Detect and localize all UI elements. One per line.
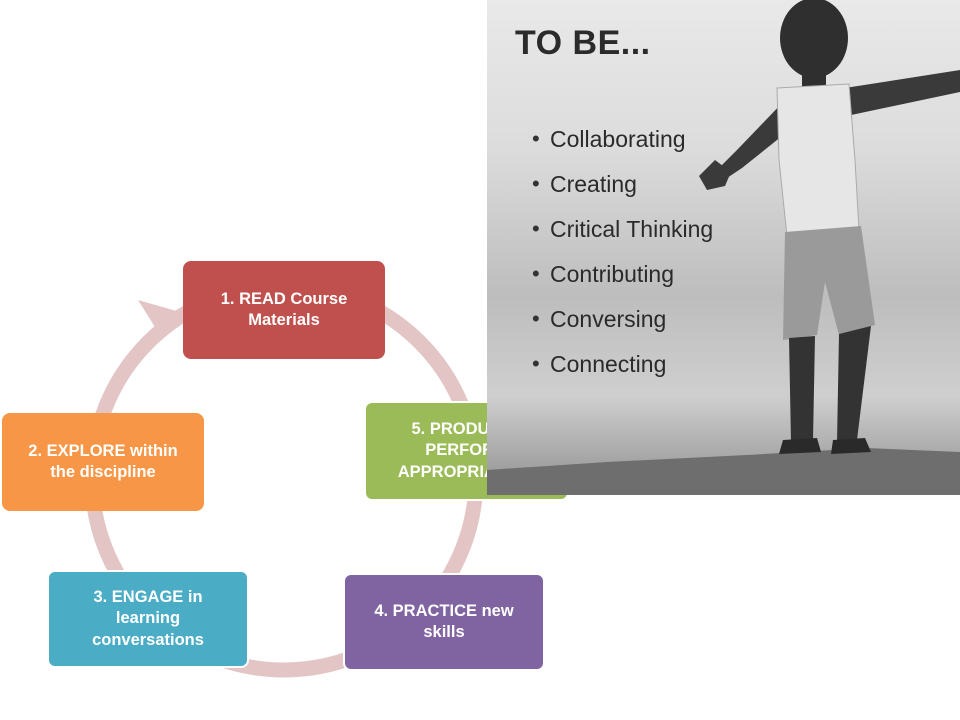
poster-title: TO BE... (515, 24, 651, 62)
poster-item-label: Collaborating (550, 125, 686, 152)
poster-item-label: Contributing (550, 260, 675, 287)
poster-item-label: Conversing (550, 305, 667, 332)
step-practice-label: 4. PRACTICE new skills (374, 601, 514, 641)
bullet-icon: • (532, 215, 540, 241)
bullet-icon: • (532, 260, 540, 286)
bullet-icon: • (532, 305, 540, 331)
step-read-label: 1. READ Course Materials (220, 289, 348, 329)
poster-item: • Contributing (532, 251, 713, 296)
bullet-icon: • (532, 170, 540, 196)
poster-item-label: Creating (550, 170, 637, 197)
poster-item: • Creating (532, 161, 713, 206)
poster-item: • Connecting (532, 341, 713, 386)
poster-item: • Critical Thinking (532, 206, 713, 251)
poster-item: • Collaborating (532, 116, 713, 161)
step-read: 1. READ Course Materials (183, 261, 385, 359)
poster-item-label: Critical Thinking (550, 215, 714, 242)
step-engage-label: 3. ENGAGE in learning conversations (92, 587, 204, 649)
poster-photo: TO BE... • Collaborating • Creating • Criti… (487, 0, 960, 495)
bullet-icon: • (532, 350, 540, 376)
step-practice: 4. PRACTICE new skills (343, 573, 545, 671)
step-explore: 2. EXPLORE within the discipline (2, 413, 204, 511)
poster-item: • Conversing (532, 296, 713, 341)
poster-item-label: Connecting (550, 350, 667, 377)
child-silhouette (487, 0, 960, 495)
step-explore-label: 2. EXPLORE within the discipline (28, 441, 178, 481)
step-engage: 3. ENGAGE in learning conversations (47, 570, 249, 668)
poster-list: • Collaborating • Creating • Critical Think… (532, 116, 713, 386)
bullet-icon: • (532, 125, 540, 151)
cycle-arrowhead (138, 300, 180, 335)
